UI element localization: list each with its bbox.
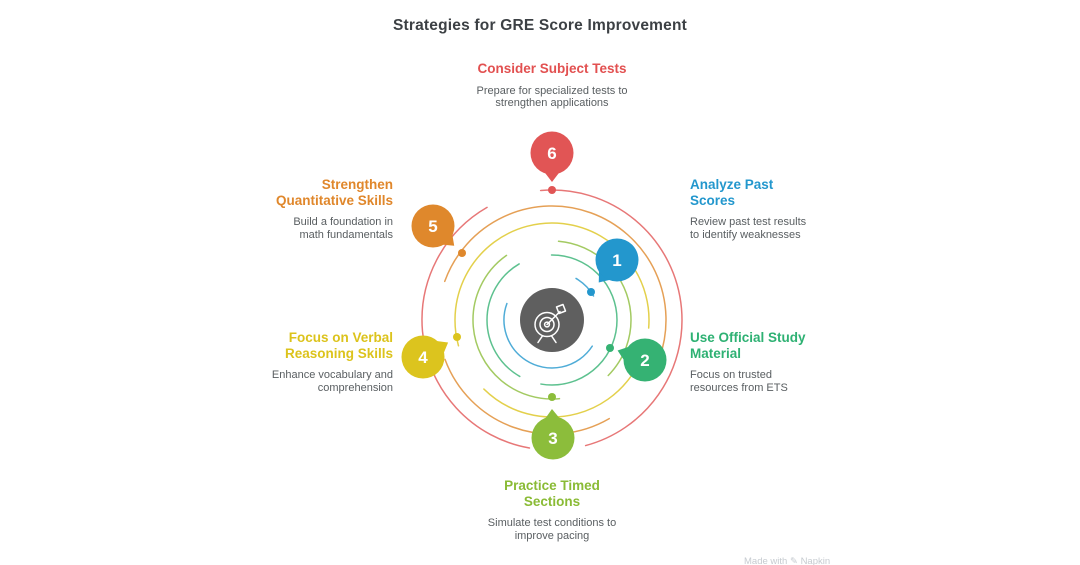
item-description-1: Review past test results to identify wea…	[690, 216, 807, 241]
item-title-1: Analyze Past Scores	[690, 177, 774, 208]
watermark: Made with ✎ Napkin	[744, 556, 830, 565]
ring-red	[421, 189, 683, 451]
item-label-1: Analyze Past Scores Review past test res…	[690, 177, 820, 241]
watermark-brand: Napkin	[800, 556, 831, 565]
center-hub	[520, 288, 584, 352]
item-label-5: Strengthen Quantitative Skills Build a f…	[248, 177, 393, 241]
watermark-prefix: Made with	[744, 556, 788, 565]
badge-number: 6	[547, 144, 556, 163]
connector-dots	[453, 186, 614, 401]
badge-number: 4	[418, 348, 428, 367]
page-title: Strategies for GRE Score Improvement	[392, 17, 688, 34]
connector-dot-5	[458, 249, 466, 257]
connector-dot-3	[548, 393, 556, 401]
connector-dot-4	[453, 333, 461, 341]
item-description-3: Simulate test conditions to improve paci…	[487, 517, 617, 542]
item-description-6: Prepare for specialized tests to strengt…	[476, 84, 628, 110]
badge-number: 3	[548, 429, 557, 448]
badge-2: 2	[617, 338, 667, 382]
item-description-4: Enhance vocabulary and comprehension	[271, 369, 393, 394]
pen-icon: ✎	[789, 556, 798, 565]
item-title-2: Use Official Study Material	[690, 330, 806, 361]
badge-4: 4	[401, 335, 449, 379]
item-label-2: Use Official Study Material Focus on tru…	[690, 330, 820, 394]
item-title-6: Consider Subject Tests	[477, 61, 627, 76]
badge-1: 1	[595, 238, 639, 283]
badge-number: 2	[640, 351, 649, 370]
ring-blue	[503, 271, 601, 369]
ring-yellow	[454, 222, 650, 418]
ring-lime	[472, 240, 632, 400]
badge-number: 5	[428, 217, 437, 236]
badge-5: 5	[411, 204, 455, 248]
item-label-6: Consider Subject Tests Prepare for speci…	[432, 61, 672, 110]
item-label-4: Focus on Verbal Reasoning Skills Enhance…	[248, 330, 393, 394]
ring-green	[486, 254, 618, 386]
badge-6: 6	[530, 131, 574, 182]
item-title-4: Focus on Verbal Reasoning Skills	[284, 330, 393, 361]
target-icon	[534, 303, 567, 344]
item-description-5: Build a foundation in math fundamentals	[293, 216, 393, 241]
connector-dot-6	[548, 186, 556, 194]
item-description-2: Focus on trusted resources from ETS	[690, 369, 788, 394]
connector-dot-2	[606, 344, 614, 352]
badge-number: 1	[612, 251, 621, 270]
item-title-3: Practice Timed Sections	[504, 478, 600, 509]
item-title-5: Strengthen Quantitative Skills	[275, 177, 393, 208]
badge-3: 3	[531, 409, 575, 460]
connector-dot-1	[587, 288, 595, 296]
item-label-3: Practice Timed Sections Simulate test co…	[432, 478, 672, 542]
